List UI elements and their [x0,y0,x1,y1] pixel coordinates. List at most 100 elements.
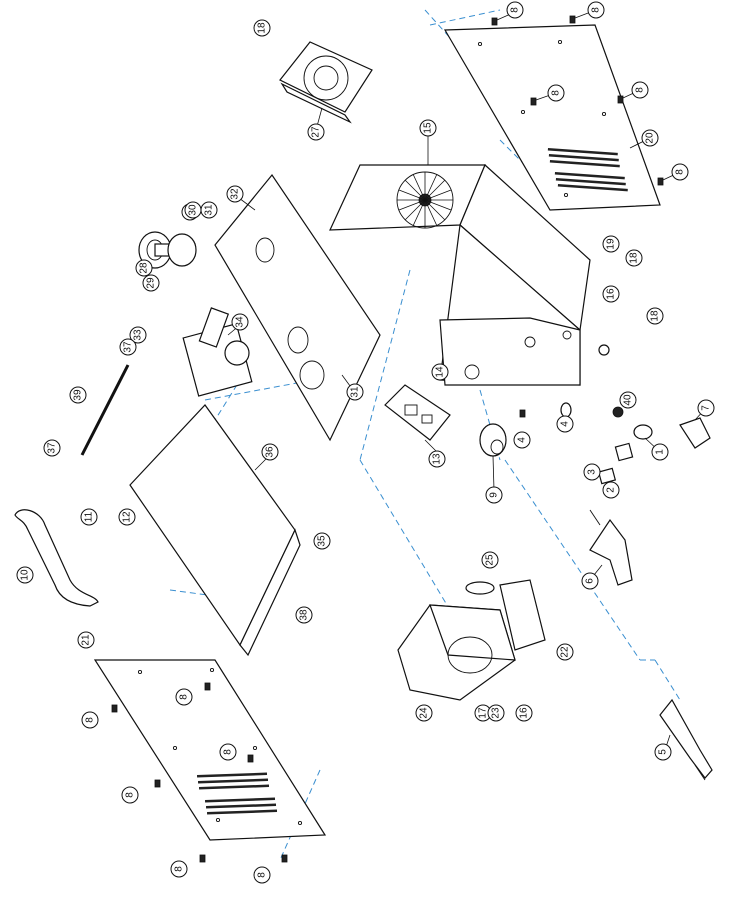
callout-circle [419,119,437,137]
callout-circle [547,84,565,102]
callout-31: 13 [428,450,446,468]
handle [14,509,99,607]
callout-13: 28 [135,259,153,277]
part-callouts: 8888818271520830313228291918161833343739… [16,1,715,884]
capacitor [465,581,495,595]
side-panel-left [93,659,327,841]
callout-circle [135,259,153,277]
callout-24: 31 [346,383,364,401]
ground-clamp [589,509,633,586]
callout-circle [226,185,244,203]
callout-number: 13 [432,453,443,465]
divider-panel [214,173,381,442]
callout-number: 21 [81,634,92,646]
callout-circle [556,415,574,433]
callout-number: 8 [223,749,234,755]
callout-44: 21 [77,631,95,649]
callout-number: 8 [675,169,686,175]
callout-circle [69,386,87,404]
chassis-fan-grille [396,171,454,229]
callout-21: 37 [119,338,137,356]
control-knob [479,423,507,457]
callout-number: 1 [655,449,666,455]
callout-circle [170,860,188,878]
callout-number: 28 [139,262,150,274]
callout-5: 18 [253,19,271,37]
callout-number: 27 [311,126,322,138]
callout-number: 37 [47,442,58,454]
callout-36: 11 [80,508,98,526]
callout-1: 8 [587,1,605,19]
callout-46: 8 [81,711,99,729]
callout-circle [121,786,139,804]
callout-circle [481,551,499,569]
callout-circle [43,439,61,457]
callout-number: 9 [489,492,500,498]
callout-17: 16 [602,285,620,303]
callout-11: 31 [200,201,218,219]
callout-number: 33 [133,329,144,341]
callout-39: 10 [16,566,34,584]
callout-number: 24 [419,707,430,719]
callout-number: 8 [85,717,96,723]
callout-14: 29 [142,274,160,292]
callout-number: 3 [587,469,598,475]
callout-circle [253,866,271,884]
callout-circle [219,743,237,761]
callout-number: 37 [123,341,134,353]
callout-circle [142,274,160,292]
callout-number: 8 [179,694,190,700]
callout-circle [119,338,137,356]
callout-circle [602,285,620,303]
callout-circle [80,508,98,526]
callout-circle [313,532,331,550]
callout-29: 1 [651,443,669,461]
callout-circle [16,566,34,584]
callout-number: 18 [257,22,268,34]
callout-30: 37 [43,439,61,457]
shaft-rod [80,364,130,456]
callout-18: 18 [646,307,664,325]
callout-number: 4 [560,421,571,427]
callout-number: 8 [551,90,562,96]
callout-7: 15 [419,119,437,137]
callout-circle [654,743,672,761]
callout-number: 14 [435,366,446,378]
callout-circle [646,307,664,325]
callout-circle [77,631,95,649]
callout-number: 6 [585,578,596,584]
callout-number: 2 [606,487,617,493]
callout-circle [513,431,531,449]
callout-53: 5 [654,743,672,761]
callout-22: 39 [69,386,87,404]
callout-10: 30 [184,201,202,219]
callout-42: 38 [295,606,313,624]
cooling-fan [279,41,373,124]
callout-41: 25 [481,551,499,569]
callout-circle [129,326,147,344]
wire-feeder [182,307,253,397]
callout-34: 2 [602,481,620,499]
callout-48: 17 [474,704,492,722]
callout-circle [641,129,659,147]
welding-torch [659,698,713,781]
callout-number: 8 [257,872,268,878]
callout-circle [175,688,193,706]
callout-33: 3 [583,463,601,481]
callout-circle [200,201,218,219]
callout-circle [602,235,620,253]
callout-number: 19 [606,238,617,250]
callout-number: 30 [188,204,199,216]
callout-circle [118,508,136,526]
callout-circle [651,443,669,461]
callout-circle [631,81,649,99]
control-pcb [384,384,451,441]
callout-37: 12 [118,508,136,526]
callout-number: 36 [265,446,276,458]
callout-number: 17 [478,707,489,719]
callout-20: 34 [231,313,249,331]
callout-circle [231,313,249,331]
callout-circle [253,19,271,37]
callout-circle [307,123,325,141]
